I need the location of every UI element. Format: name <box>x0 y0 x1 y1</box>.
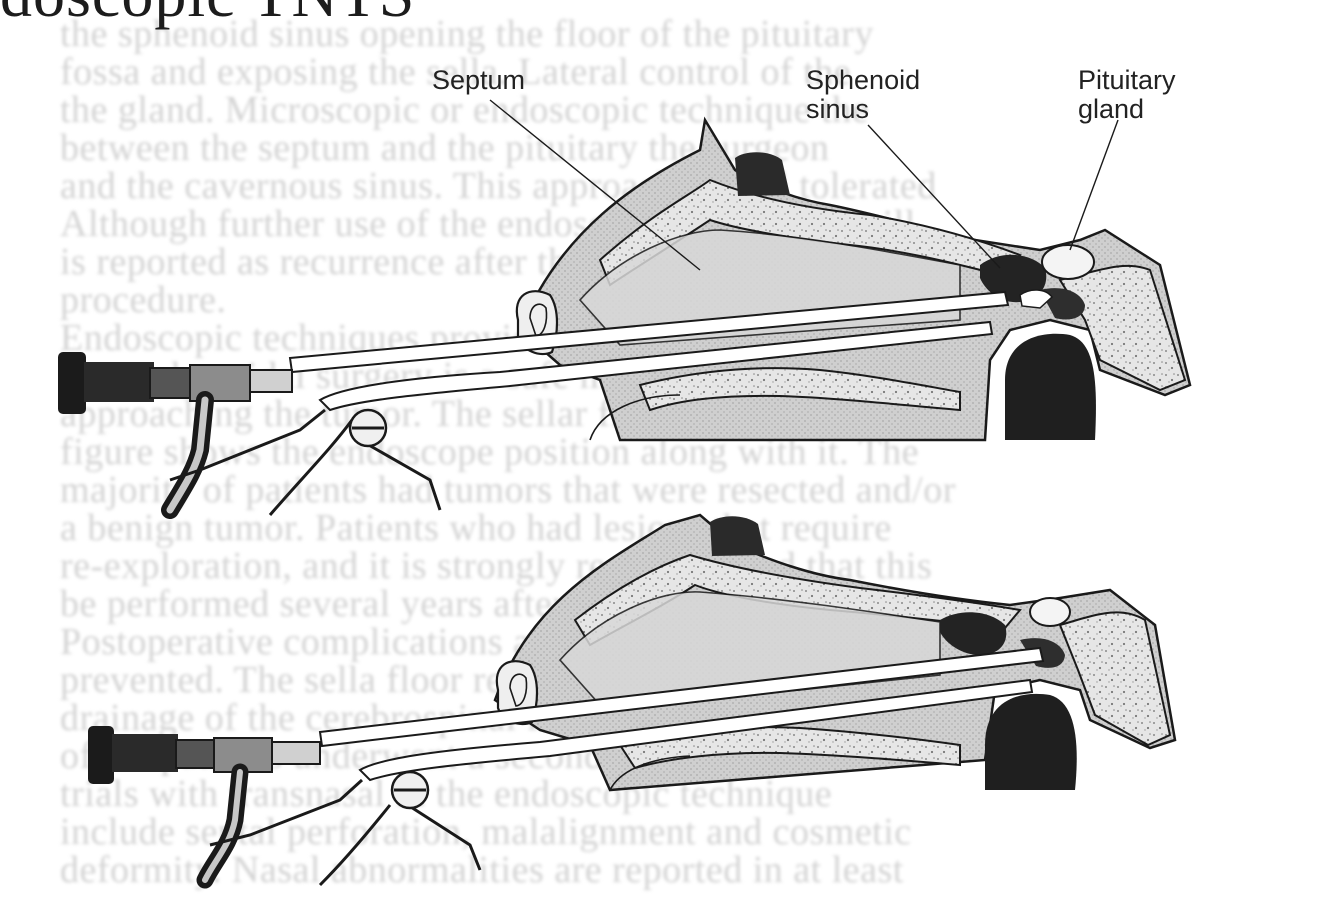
scope-body-top <box>150 368 190 398</box>
pituitary-gland-top <box>1042 245 1094 279</box>
label-sphenoid-sinus: Sphenoid sinus <box>806 66 920 124</box>
leader-pituitary <box>1070 120 1118 250</box>
scope-neck-bottom <box>272 742 320 764</box>
crista-bottom <box>710 516 765 556</box>
nasopharynx-top <box>1005 334 1096 440</box>
pituitary-gland-bottom <box>1030 598 1070 626</box>
top-illustration <box>58 100 1190 515</box>
scope-body-bottom <box>176 740 214 768</box>
speculum-grip-top <box>360 440 440 510</box>
crista-top <box>735 152 790 196</box>
bottom-illustration <box>88 515 1175 885</box>
speculum-grip-bottom <box>320 800 480 885</box>
label-pituitary-gland: Pituitary gland <box>1078 66 1176 124</box>
eyepiece-collar-bottom <box>112 734 178 772</box>
page-headline: doscopic TNTS <box>0 0 415 32</box>
eyepiece-bottom <box>88 726 114 784</box>
scope-neck-top <box>250 370 292 392</box>
label-septum: Septum <box>432 66 525 95</box>
eyepiece-top <box>58 352 86 414</box>
nasopharynx-bottom <box>985 694 1077 790</box>
eyepiece-collar-top <box>84 362 154 402</box>
